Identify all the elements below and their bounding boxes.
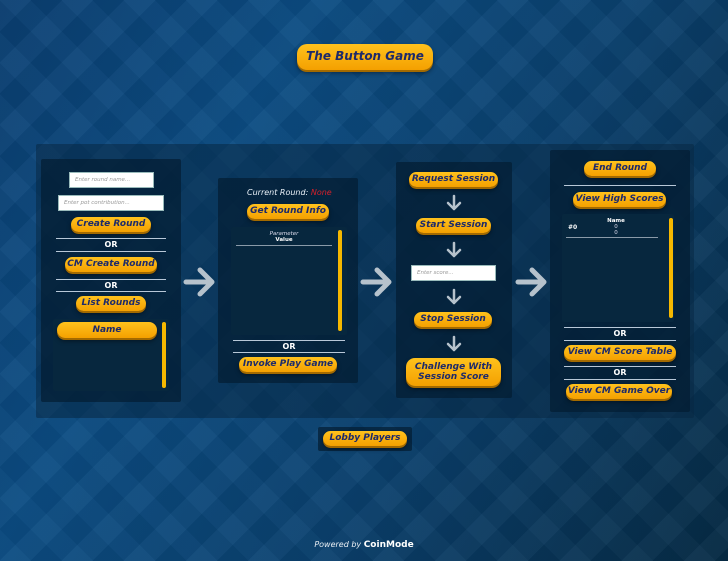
- arrow-down-icon: [446, 241, 462, 258]
- score-value: 0: [614, 224, 618, 230]
- arrow-right-icon: [515, 267, 547, 297]
- name-column-header: Name: [607, 218, 625, 224]
- high-scores-scrollbar[interactable]: [669, 218, 673, 318]
- divider: [56, 279, 166, 280]
- start-session-button[interactable]: Start Session: [416, 218, 491, 233]
- arrow-down-icon: [446, 288, 462, 305]
- or-label: OR: [104, 281, 118, 290]
- title-banner: The Button Game: [297, 44, 433, 70]
- request-session-button[interactable]: Request Session: [409, 172, 498, 187]
- footer: Powered by CoinMode: [0, 540, 728, 550]
- lobby-players-button[interactable]: Lobby Players: [323, 431, 407, 446]
- high-scores-table[interactable]: [562, 214, 674, 322]
- end-round-button[interactable]: End Round: [584, 161, 656, 176]
- rounds-list-scrollbar[interactable]: [162, 322, 166, 388]
- rank-cell: #0: [568, 224, 578, 231]
- divider: [56, 291, 166, 292]
- or-label: OR: [613, 368, 627, 377]
- divider: [233, 352, 345, 353]
- divider: [564, 379, 676, 380]
- divider: [564, 327, 676, 328]
- arrow-down-icon: [446, 335, 462, 352]
- view-high-scores-button[interactable]: View High Scores: [573, 192, 666, 207]
- or-label: OR: [282, 342, 296, 351]
- round-name-input[interactable]: Enter round name...: [69, 172, 154, 188]
- value-header: Value: [275, 237, 293, 243]
- score-input[interactable]: Enter score...: [411, 265, 496, 281]
- current-round-label: Current Round: None: [247, 188, 332, 197]
- divider: [233, 340, 345, 341]
- view-cm-score-table-button[interactable]: View CM Score Table: [564, 345, 676, 360]
- score-value: 0: [614, 230, 618, 236]
- divider: [564, 366, 676, 367]
- invoke-play-game-button[interactable]: Invoke Play Game: [239, 357, 337, 372]
- stop-session-button[interactable]: Stop Session: [414, 312, 492, 327]
- divider: [564, 340, 676, 341]
- cm-create-round-button[interactable]: CM Create Round: [65, 257, 157, 272]
- create-round-button[interactable]: Create Round: [71, 217, 151, 232]
- get-round-info-button[interactable]: Get Round Info: [247, 204, 329, 219]
- page-title: The Button Game: [306, 49, 424, 64]
- divider: [564, 185, 676, 186]
- view-cm-game-over-button[interactable]: View CM Game Over: [566, 384, 672, 399]
- parameter-header: Parameter: [269, 231, 299, 237]
- arrow-right-icon: [360, 267, 392, 297]
- table-header-divider: [236, 245, 332, 246]
- divider: [56, 238, 166, 239]
- or-label: OR: [104, 240, 118, 249]
- arrow-right-icon: [183, 267, 215, 297]
- list-rounds-button[interactable]: List Rounds: [76, 296, 146, 311]
- pot-contribution-input[interactable]: Enter pot contribution...: [58, 195, 164, 211]
- divider: [56, 251, 166, 252]
- name-column-header[interactable]: Name: [57, 322, 157, 338]
- challenge-with-session-score-button[interactable]: Challenge With Session Score: [406, 358, 501, 386]
- arrow-down-icon: [446, 194, 462, 211]
- brand-logo: CoinMode: [363, 540, 414, 550]
- round-info-scrollbar[interactable]: [338, 230, 342, 331]
- powered-by-text: Powered by: [314, 540, 362, 549]
- current-round-value: None: [310, 188, 332, 197]
- or-label: OR: [613, 329, 627, 338]
- table-header-divider: [566, 237, 658, 238]
